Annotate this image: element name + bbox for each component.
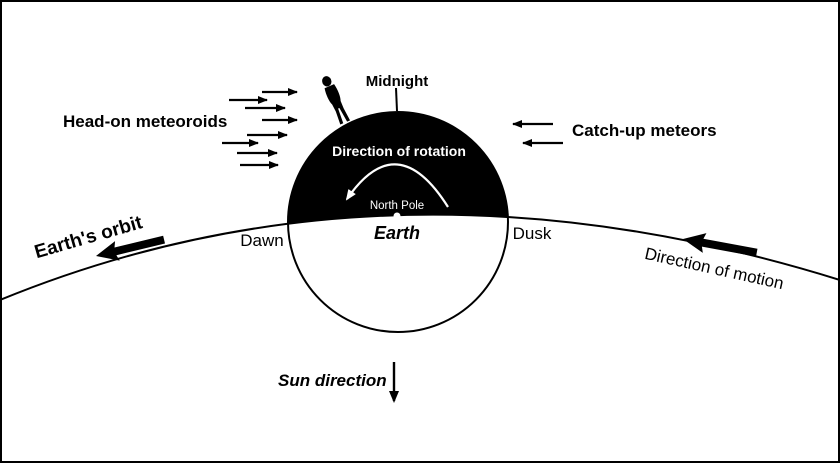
observer-figure: [322, 76, 351, 125]
midnight-label: Midnight: [366, 73, 428, 90]
dawn-label: Dawn: [240, 231, 283, 250]
north-pole-label: North Pole: [370, 200, 424, 212]
earth-outline: [287, 111, 509, 333]
earth-night-side: [288, 112, 508, 300]
dusk-label: Dusk: [513, 224, 552, 243]
orbit-direction-arrow-right: [683, 233, 758, 257]
direction-of-rotation-label: Direction of rotation: [332, 143, 466, 159]
observer-head: [322, 76, 332, 87]
midnight-tick: [395, 87, 398, 112]
catch-up-meteor-arrows: [512, 120, 563, 147]
orbit-direction-arrow-left: [96, 235, 165, 261]
catch-up-meteors-label: Catch-up meteors: [572, 121, 717, 140]
north-pole-dot: [393, 212, 401, 220]
observer-body: [324, 84, 351, 125]
rotation-arc-arrow: [345, 163, 449, 208]
head-on-meteoroid-arrows: [222, 88, 298, 169]
direction-of-motion-label: Direction of motion: [643, 244, 785, 293]
earth-label: Earth: [374, 223, 420, 243]
sun-direction-label: Sun direction: [278, 371, 387, 390]
head-on-meteoroids-label: Head-on meteoroids: [63, 112, 227, 131]
